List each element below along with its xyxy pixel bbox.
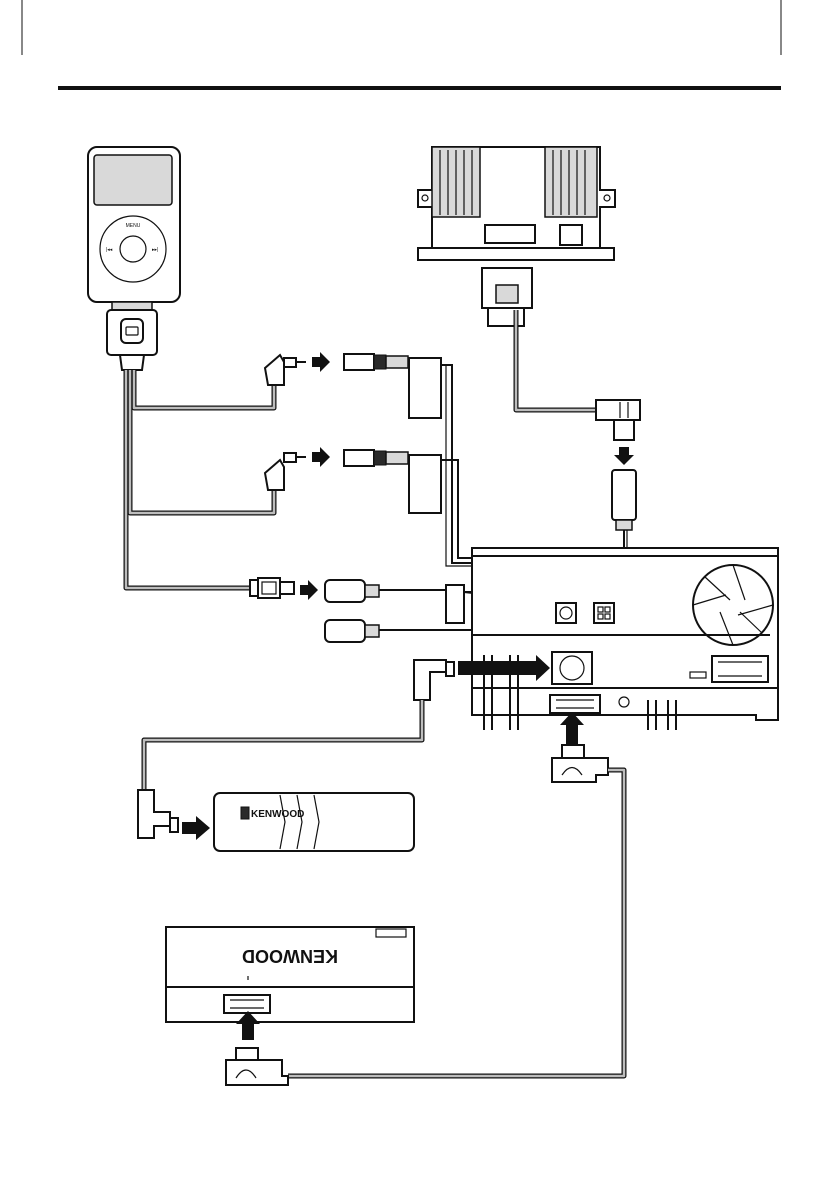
ferrite-box-3 xyxy=(446,585,464,623)
changer-cable xyxy=(144,700,422,790)
arrow-usb xyxy=(300,580,318,600)
arrow-tuner xyxy=(614,447,634,465)
tuner-cable xyxy=(516,310,596,410)
tuner-plug xyxy=(596,400,640,440)
arrow-audio-1 xyxy=(312,352,330,372)
bus-plug-box-side xyxy=(226,1048,288,1085)
head-unit-rear xyxy=(472,548,778,730)
usb-plug xyxy=(250,578,294,598)
audio-jack-2 xyxy=(344,450,408,466)
ipod-menu-label: MENU xyxy=(126,223,141,229)
bus-plug-unit-side xyxy=(552,745,608,782)
ipod-cable-audio-1 xyxy=(134,370,274,408)
ferrite-box-1 xyxy=(409,358,441,418)
antenna-jack xyxy=(612,470,636,530)
tuner-box: KENWOOD xyxy=(166,927,414,1022)
ipod-cable-audio-2 xyxy=(130,370,274,513)
arrow-audio-2 xyxy=(312,447,330,467)
svg-text:|◂◂: |◂◂ xyxy=(106,247,113,253)
cd-changer-logo: KENWOOD xyxy=(251,809,304,820)
arrow-changer xyxy=(182,816,210,840)
usb-jack-2 xyxy=(325,620,379,642)
audio-plug-1 xyxy=(265,355,306,385)
ipod-device: MENU |◂◂ ▸▸| xyxy=(88,147,180,302)
tuner-module xyxy=(418,147,615,260)
audio-jack-1 xyxy=(344,354,408,370)
ipod-dock-connector xyxy=(107,302,157,370)
arrow-bus-to-unit xyxy=(560,712,584,745)
usb-jack-1 xyxy=(325,580,379,602)
audio-wire-1 xyxy=(441,365,484,572)
cd-changer: KENWOOD xyxy=(214,793,414,851)
audio-plug-2 xyxy=(265,453,306,490)
ferrite-box-2 xyxy=(409,455,441,513)
changer-plug-changer-side xyxy=(138,790,178,838)
ipod-cable-usb xyxy=(126,370,250,588)
tuner-box-logo: KENWOOD xyxy=(242,946,338,966)
changer-plug-unit-side xyxy=(414,660,454,700)
svg-text:▸▸|: ▸▸| xyxy=(152,247,158,253)
audio-wire-2 xyxy=(441,460,490,558)
tuner-cable-connector xyxy=(482,268,532,326)
